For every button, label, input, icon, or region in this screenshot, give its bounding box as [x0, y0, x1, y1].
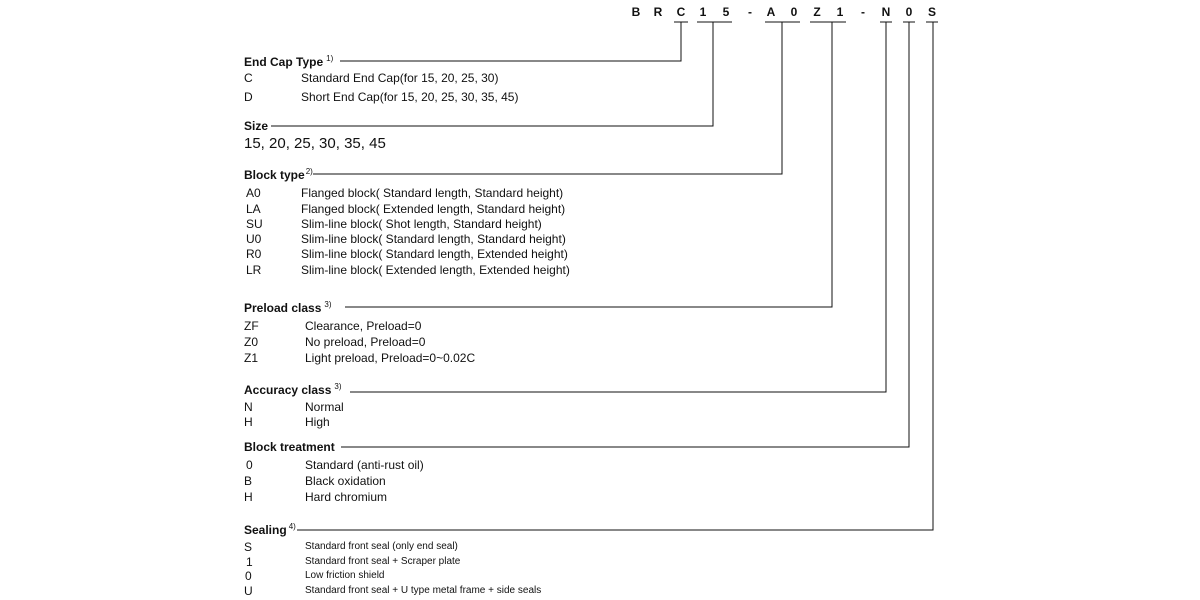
- item-desc: Standard front seal + U type metal frame…: [305, 585, 542, 596]
- code-char: 1: [699, 5, 707, 19]
- item-desc: Short End Cap(for 15, 20, 25, 30, 35, 45…: [301, 90, 519, 104]
- item-desc: No preload, Preload=0: [305, 335, 426, 349]
- block-type-note: 2): [305, 167, 313, 176]
- item-desc: Standard (anti-rust oil): [305, 458, 424, 472]
- treatment-title-text: Block treatment: [244, 440, 335, 454]
- item-desc: High: [305, 415, 330, 429]
- item-desc: Slim-line block( Standard length, Extend…: [301, 247, 568, 261]
- accuracy-note: 3): [334, 382, 342, 391]
- code-char: B: [631, 5, 641, 19]
- item-code: N: [244, 400, 253, 414]
- item-desc: Low friction shield: [305, 570, 385, 581]
- item-desc: Clearance, Preload=0: [305, 319, 422, 333]
- item-code: 0: [246, 458, 253, 472]
- preload-connector: [345, 22, 833, 308]
- item-code: A0: [246, 186, 261, 200]
- code-char: 0: [790, 5, 798, 19]
- item-code: H: [244, 490, 253, 504]
- item-code: SU: [246, 217, 263, 231]
- item-desc: Black oxidation: [305, 474, 386, 488]
- item-desc: Light preload, Preload=0~0.02C: [305, 351, 476, 365]
- code-char: R: [653, 5, 663, 19]
- code-char: 1: [836, 5, 844, 19]
- item-code: LR: [246, 263, 262, 277]
- item-code: Z0: [244, 335, 259, 349]
- item-code: ZF: [244, 319, 259, 333]
- accuracy-connector: [350, 22, 887, 393]
- item-desc: Normal: [305, 400, 344, 414]
- size-connector: [271, 22, 714, 127]
- item-code: C: [244, 71, 253, 85]
- code-char: -: [748, 5, 752, 19]
- code-char: S: [927, 5, 937, 19]
- code-char: 5: [722, 5, 730, 19]
- item-desc: Flanged block( Standard length, Standard…: [301, 186, 564, 200]
- item-code: H: [244, 415, 253, 429]
- block-type-connector: [313, 22, 783, 175]
- size-title: Size: [244, 119, 268, 133]
- item-code: 0: [245, 569, 252, 583]
- treatment-connector: [341, 22, 910, 448]
- end-cap-note: 1): [326, 54, 334, 63]
- sealing-title-text: Sealing: [244, 523, 287, 537]
- code-char: Z: [813, 5, 821, 19]
- block-type-title-text: Block type: [244, 168, 305, 182]
- treatment-title: Block treatment: [244, 440, 335, 454]
- item-desc: Slim-line block( Standard length, Standa…: [301, 232, 566, 246]
- code-char: A: [766, 5, 776, 19]
- item-desc: Standard End Cap(for 15, 20, 25, 30): [301, 71, 499, 85]
- code-char: C: [676, 5, 686, 19]
- code-char: 0: [905, 5, 913, 19]
- item-code: U: [244, 584, 253, 598]
- item-code: 1: [246, 555, 253, 569]
- item-desc: Slim-line block( Shot length, Standard h…: [301, 217, 542, 231]
- preload-title-text: Preload class: [244, 301, 322, 315]
- item-code: LA: [246, 202, 261, 216]
- size-values: 15, 20, 25, 30, 35, 45: [244, 135, 386, 152]
- item-code: D: [244, 90, 253, 104]
- item-code: U0: [246, 232, 262, 246]
- block-type-title: Block type2): [244, 167, 313, 182]
- item-code: B: [244, 474, 253, 488]
- size-title-text: Size: [244, 119, 269, 133]
- item-desc: Slim-line block( Extended length, Extend…: [301, 263, 570, 277]
- item-desc: Standard front seal + Scraper plate: [305, 556, 461, 567]
- item-code: Z1: [244, 351, 259, 365]
- code-char: N: [881, 5, 891, 19]
- end-cap-connector: [340, 22, 682, 62]
- end-cap-title-text: End Cap Type: [244, 55, 324, 69]
- preload-note: 3): [324, 300, 332, 309]
- item-desc: Standard front seal (only end seal): [305, 541, 458, 552]
- code-char: -: [861, 5, 865, 19]
- sealing-note: 4): [288, 522, 296, 531]
- item-desc: Flanged block( Extended length, Standard…: [301, 202, 566, 216]
- item-desc: Hard chromium: [305, 490, 388, 504]
- sealing-connector: [297, 22, 934, 531]
- model-code: B R C 1 5 - A 0 Z 1 - N 0 S: [0, 5, 1200, 23]
- accuracy-title-text: Accuracy class: [244, 383, 332, 397]
- item-code: S: [244, 540, 253, 554]
- item-code: R0: [246, 247, 262, 261]
